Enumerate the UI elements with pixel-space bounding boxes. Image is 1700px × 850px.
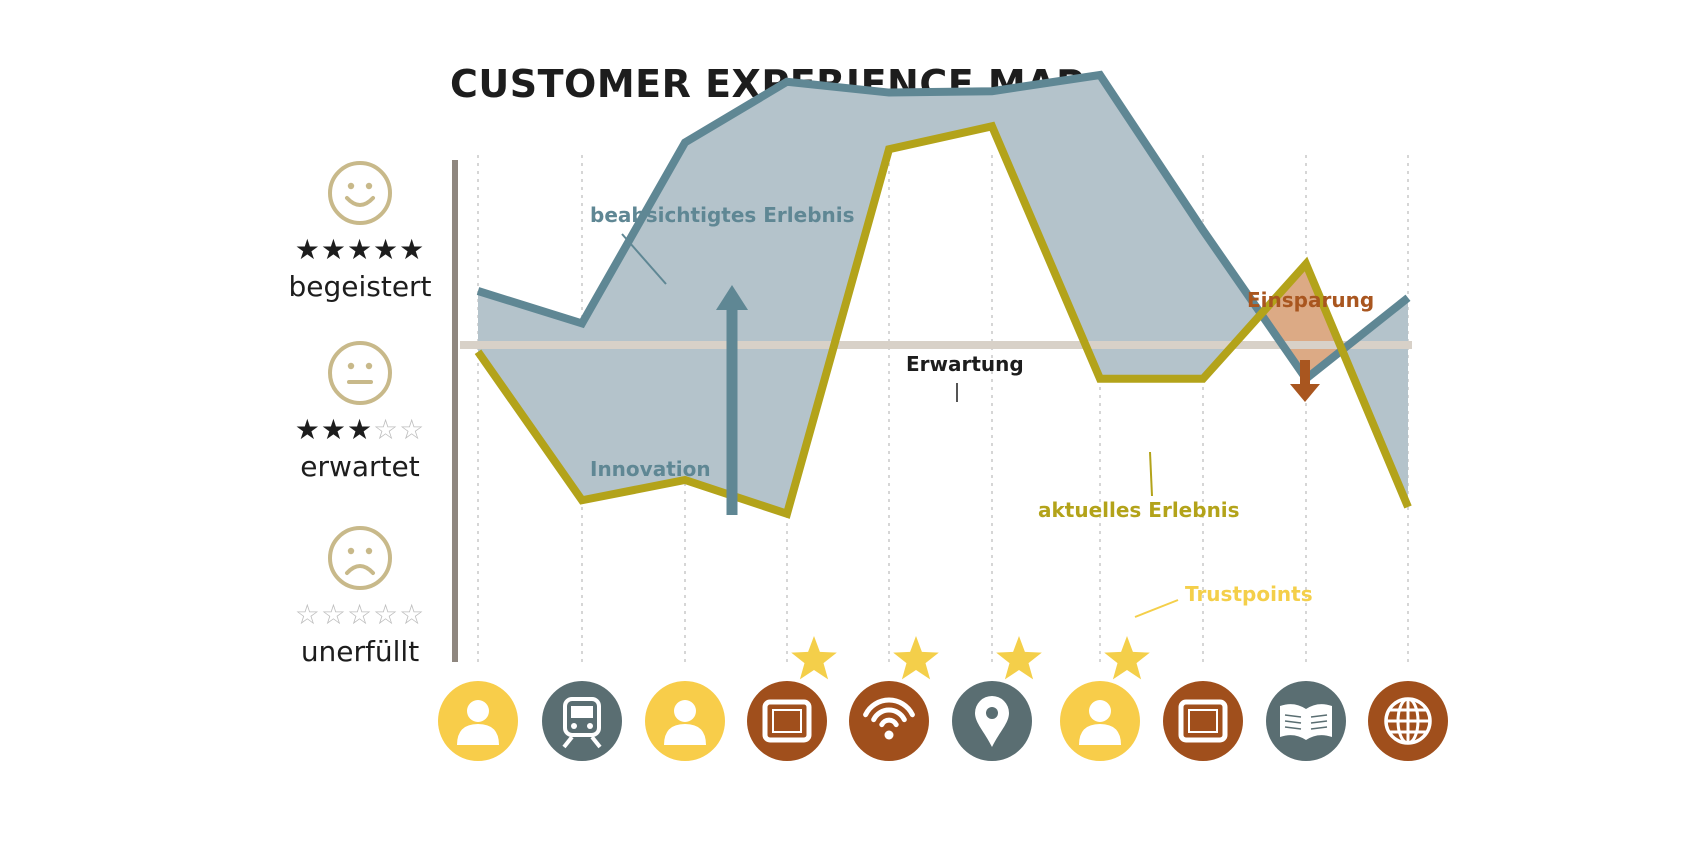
level-erwartet: ★★★☆☆ erwartet: [270, 340, 450, 483]
sad-face-icon: [328, 526, 392, 590]
actual-experience-line: [474, 121, 1412, 519]
trustpoints-leader-line: [1134, 599, 1179, 618]
label-intended: beabsichtigtes Erlebnis: [590, 203, 855, 227]
label-actual: aktuelles Erlebnis: [1038, 498, 1240, 522]
label-innovation: Innovation: [590, 457, 711, 481]
experience-gap-band: [478, 75, 1408, 514]
person-icon: [1060, 681, 1140, 761]
intended-leader-line: [621, 233, 667, 285]
person-icon: [438, 681, 518, 761]
neutral-face-icon: [328, 341, 392, 405]
level-label-erwartet: erwartet: [300, 450, 420, 483]
train-icon: [542, 681, 622, 761]
actual-leader-line: [1149, 451, 1153, 497]
rating-stars-5: ★★★★★: [294, 233, 426, 266]
trustpoint-star-icon: [893, 636, 939, 680]
label-expectation: Erwartung: [906, 352, 1024, 376]
trustpoint-stars: [791, 636, 1150, 680]
happy-face-icon: [328, 161, 392, 225]
rating-stars-3: ★★★☆☆: [294, 413, 426, 446]
wifi-icon: [849, 681, 929, 761]
intended-experience-line: [476, 70, 1411, 385]
level-label-unerfuellt: unerfüllt: [300, 635, 420, 668]
trustpoint-star-icon: [996, 636, 1042, 680]
savings-arrow-icon: [1290, 360, 1320, 402]
trustpoint-star-icon: [791, 636, 837, 680]
tablet-icon: [1163, 681, 1243, 761]
level-begeistert: ★★★★★ begeistert: [270, 160, 450, 303]
person-icon: [645, 681, 725, 761]
trustpoint-star-icon: [1104, 636, 1150, 680]
label-savings: Einsparung: [1247, 288, 1374, 312]
tablet-icon: [747, 681, 827, 761]
globe-icon: [1368, 681, 1448, 761]
innovation-arrow-icon: [716, 285, 748, 515]
label-trustpoints: Trustpoints: [1185, 582, 1313, 606]
level-label-begeistert: begeistert: [288, 270, 432, 303]
level-unerfuellt: ☆☆☆☆☆ unerfüllt: [270, 525, 450, 668]
touchpoint-row: [438, 681, 1448, 761]
location-pin-icon: [952, 681, 1032, 761]
gridlines: [477, 155, 1409, 665]
rating-stars-0: ☆☆☆☆☆: [294, 598, 426, 631]
book-icon: [1266, 681, 1346, 761]
